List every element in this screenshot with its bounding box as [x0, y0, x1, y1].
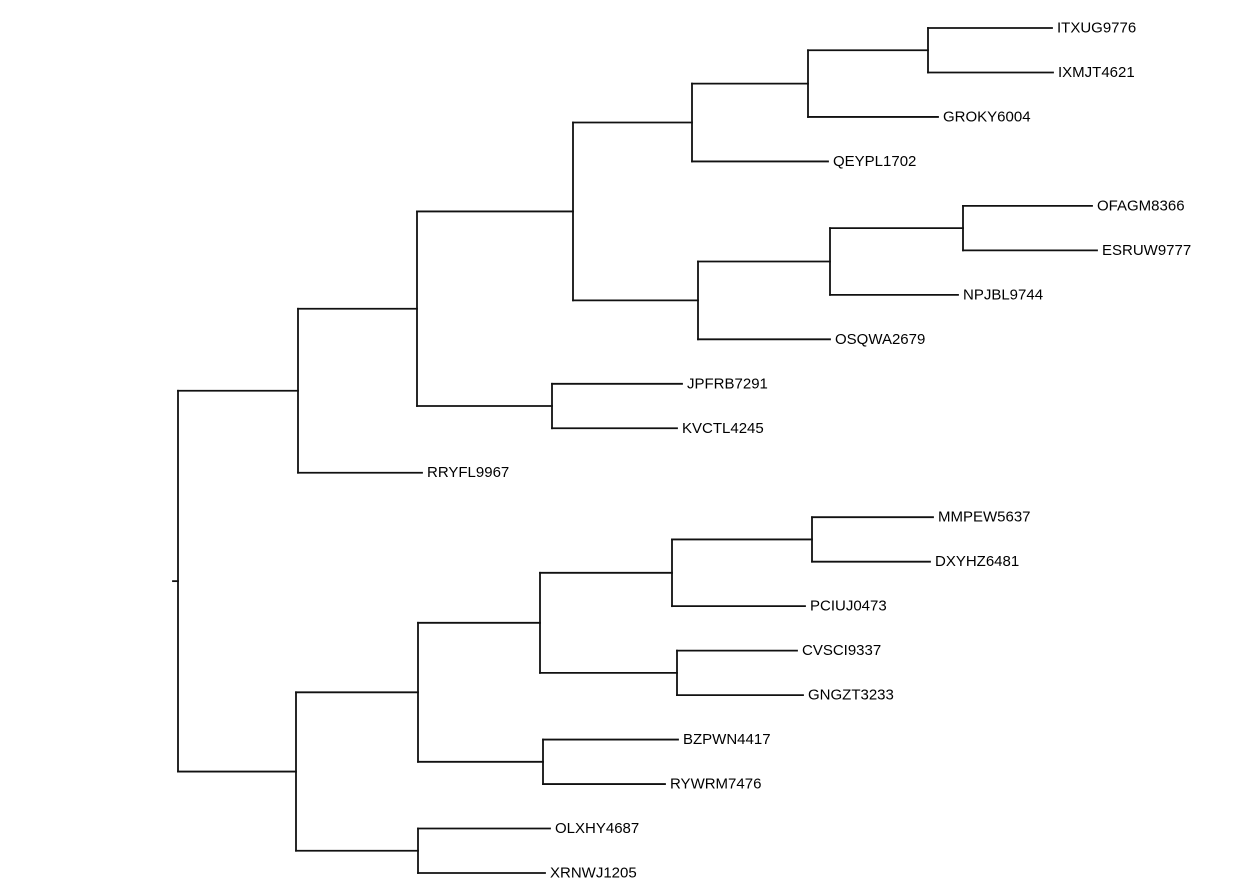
taxon-label-rryfl9967: RRYFL9967	[427, 464, 509, 481]
taxon-label-gngzt3233: GNGZT3233	[808, 687, 894, 704]
taxon-label-cvsci9337: CVSCI9337	[802, 642, 881, 659]
taxon-label-ixmjt4621: IXMJT4621	[1058, 64, 1135, 81]
taxon-label-qeypl1702: QEYPL1702	[833, 153, 916, 170]
taxon-label-dxyhz6481: DXYHZ6481	[935, 553, 1019, 570]
taxon-label-ofagm8366: OFAGM8366	[1097, 197, 1185, 214]
taxon-label-osqwa2679: OSQWA2679	[835, 331, 925, 348]
taxon-label-xrnwj1205: XRNWJ1205	[550, 865, 637, 882]
taxon-label-bzpwn4417: BZPWN4417	[683, 731, 771, 748]
taxon-label-itxug9776: ITXUG9776	[1057, 20, 1136, 37]
taxon-label-groky6004: GROKY6004	[943, 108, 1031, 125]
taxon-label-npjbl9744: NPJBL9744	[963, 286, 1043, 303]
taxon-label-pciuj0473: PCIUJ0473	[810, 598, 887, 615]
taxon-label-jpfrb7291: JPFRB7291	[687, 375, 768, 392]
taxon-label-esruw9777: ESRUW9777	[1102, 242, 1191, 259]
taxon-label-kvctl4245: KVCTL4245	[682, 420, 764, 437]
taxon-label-mmpew5637: MMPEW5637	[938, 509, 1031, 526]
taxon-label-rywrm7476: RYWRM7476	[670, 776, 761, 793]
taxon-label-olxhy4687: OLXHY4687	[555, 820, 639, 837]
